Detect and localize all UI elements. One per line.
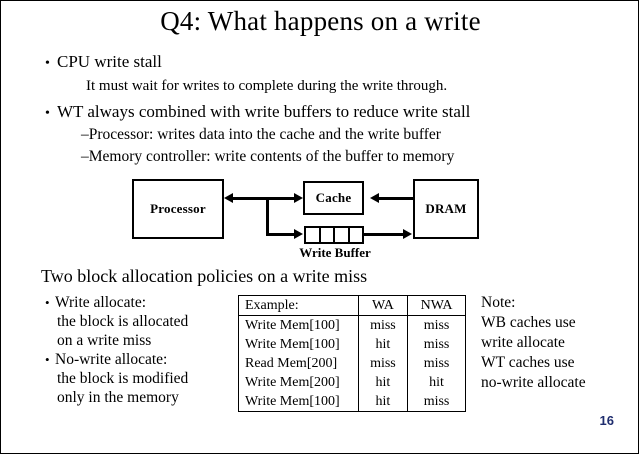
write-buffer-cell: [335, 228, 350, 242]
write-buffer-label: Write Buffer: [299, 245, 371, 260]
write-buffer-cell: [321, 228, 335, 242]
table-cell-wa: hit: [358, 335, 409, 354]
write-buffer-cell: [350, 228, 363, 242]
branch-to-writebuffer-line: [266, 233, 297, 236]
dash-label: Processor: writes data into the cache an…: [88, 126, 441, 143]
table-cell-nwa: miss: [423, 336, 450, 352]
policy-line: only in the memory: [57, 389, 179, 406]
dash-label: Memory controller: write contents of the…: [88, 148, 455, 165]
bullet-glyph: •: [45, 106, 50, 121]
table-row: Write Mem[100] hit miss: [238, 335, 466, 354]
arrow-to-cache-from-dram: [370, 193, 379, 203]
table-cell-nwa: miss: [423, 355, 450, 371]
table-row: Write Mem[100] hit miss: [238, 392, 466, 412]
table-cell-wa: miss: [358, 315, 409, 335]
bullet-glyph: •: [45, 352, 50, 367]
policy-item-write-allocate: • Write allocate:: [45, 293, 146, 312]
bullet-item-cpu-write-stall: • CPU write stall: [45, 51, 162, 74]
note-line-heading: Note:: [481, 294, 516, 311]
page-title: Q4: What happens on a write: [160, 6, 481, 36]
dash-glyph: –: [81, 126, 89, 143]
note-line: write allocate: [481, 334, 565, 351]
table-cell-example: Write Mem[100]: [238, 315, 359, 335]
policy-title: Write allocate:: [55, 294, 147, 311]
dash-glyph: –: [81, 148, 89, 165]
processor-cache-line: [233, 197, 297, 200]
bullet-glyph: •: [45, 295, 50, 310]
table-row: Write Mem[200] hit hit: [238, 373, 466, 392]
table-cell-example: Write Mem[200]: [238, 373, 359, 392]
policy-title: No-write allocate:: [55, 351, 168, 368]
section-heading-allocation-policies: Two block allocation policies on a write…: [41, 266, 368, 286]
table-header-row: Example: WA NWA: [238, 295, 466, 316]
bullet-label: WT always combined with write buffers to…: [57, 102, 471, 121]
bullet-glyph: •: [45, 56, 50, 71]
policy-item-no-write-allocate: • No-write allocate:: [45, 350, 167, 369]
bullet-label: CPU write stall: [57, 52, 162, 71]
page-number: 16: [599, 413, 614, 428]
policy-line: the block is allocated: [57, 313, 189, 330]
writebuffer-dram-line: [364, 233, 405, 236]
table-row: Read Mem[200] miss miss: [238, 354, 466, 373]
table-row: Write Mem[100] miss miss: [238, 315, 466, 335]
sub-line-write-through: It must wait for writes to complete duri…: [86, 78, 448, 94]
table-cell-example: Write Mem[100]: [238, 335, 359, 354]
policy-line: on a write miss: [57, 332, 152, 349]
table-header-cell-wa: WA: [358, 295, 409, 316]
arrow-to-cache: [294, 193, 303, 203]
diagram-box-processor: Processor: [132, 179, 224, 239]
dram-cache-line: [379, 197, 413, 200]
arrow-to-dram: [403, 229, 412, 239]
table-header-cell-nwa: NWA: [407, 295, 466, 316]
diagram-write-buffer: [304, 226, 364, 244]
table-cell-nwa: miss: [423, 393, 450, 409]
policy-line: the block is modified: [57, 370, 189, 387]
note-line: WB caches use: [481, 314, 576, 331]
table-cell-wa: hit: [358, 373, 409, 392]
table-cell-nwa: miss: [423, 317, 450, 333]
write-buffer-cell: [306, 228, 321, 242]
processor-branch-vline: [266, 197, 269, 235]
dash-item-memory-controller: –Memory controller: write contents of th…: [81, 147, 454, 166]
bullet-item-wt-write-buffers: • WT always combined with write buffers t…: [45, 101, 470, 124]
arrow-to-writebuffer: [294, 229, 303, 239]
diagram-box-cache: Cache: [303, 181, 364, 215]
arrow-to-processor: [224, 193, 233, 203]
note-line: WT caches use: [481, 354, 575, 371]
table-cell-nwa: hit: [429, 374, 444, 390]
diagram-box-dram: DRAM: [413, 179, 479, 239]
dash-item-processor: –Processor: writes data into the cache a…: [81, 125, 441, 144]
table-cell-example: Read Mem[200]: [238, 354, 359, 373]
note-line: no-write allocate: [481, 374, 586, 391]
table-cell-wa: miss: [358, 354, 409, 373]
table-cell-wa: hit: [358, 392, 409, 412]
table-cell-example: Write Mem[100]: [238, 392, 359, 412]
write-miss-example-table: Example: WA NWA Write Mem[100] miss miss…: [238, 295, 466, 412]
table-header-cell-example: Example:: [238, 295, 359, 316]
